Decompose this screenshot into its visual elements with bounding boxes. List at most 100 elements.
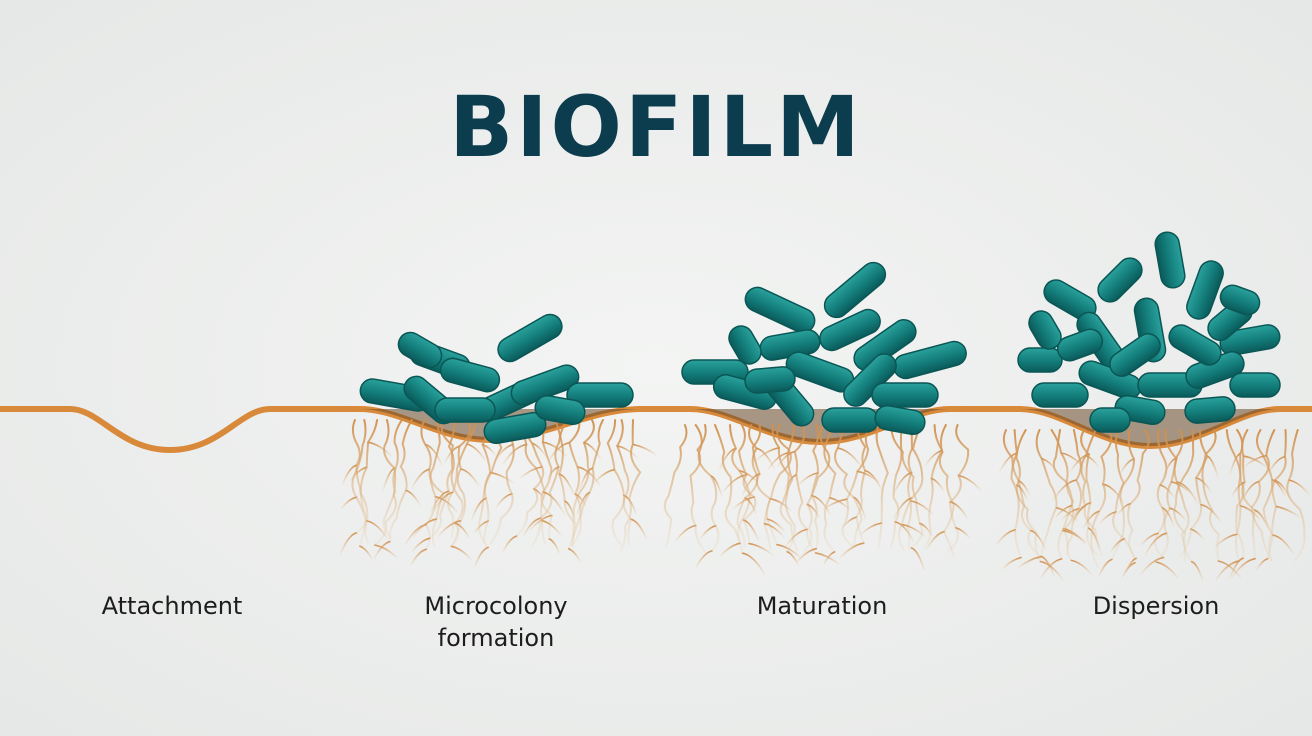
- bacterium: [434, 397, 496, 423]
- bacterium: [744, 286, 816, 334]
- filament-branch: [1215, 560, 1240, 581]
- filament-branch: [748, 542, 774, 556]
- filament: [689, 424, 707, 554]
- bacterium: [871, 382, 939, 408]
- filament-branch: [1255, 557, 1269, 571]
- filament-branch: [443, 445, 461, 464]
- filament-branch: [699, 525, 717, 539]
- filament-branch: [373, 540, 391, 559]
- filament-branch: [1231, 557, 1256, 578]
- filament-branch: [859, 522, 883, 536]
- filament-branch: [755, 447, 776, 470]
- filament: [1250, 429, 1276, 562]
- filament-branch: [1229, 557, 1244, 579]
- filament: [765, 424, 792, 546]
- filament: [351, 419, 368, 534]
- filament: [567, 419, 582, 550]
- filament: [478, 419, 503, 549]
- filament-branch: [785, 528, 808, 547]
- filament: [736, 424, 759, 548]
- filament: [1262, 429, 1287, 560]
- filament: [382, 419, 403, 540]
- bacterium: [1031, 382, 1089, 408]
- filament-branch: [856, 470, 880, 484]
- filament-branch: [430, 490, 450, 513]
- filament-branch: [695, 550, 713, 569]
- filament: [751, 424, 772, 551]
- filament: [1234, 429, 1244, 562]
- filament-branch: [769, 497, 792, 512]
- filament: [1164, 429, 1190, 563]
- filament-branch: [892, 472, 913, 496]
- filament-branch: [719, 542, 741, 557]
- filament-branch: [359, 545, 373, 560]
- filament: [1112, 429, 1136, 564]
- filament-branch: [1217, 560, 1242, 579]
- filament-branch: [460, 468, 480, 487]
- filament-branch: [367, 441, 393, 457]
- filament-branch: [909, 500, 934, 515]
- filament: [834, 424, 863, 548]
- bacterium: [1219, 324, 1281, 356]
- filament-branch: [1017, 555, 1043, 569]
- bacterium: [439, 357, 501, 393]
- filament-branch: [434, 496, 458, 513]
- filament-branch: [1140, 556, 1165, 575]
- filament-branch: [502, 443, 528, 465]
- filament-branch: [1085, 454, 1099, 467]
- filament-branch: [1069, 453, 1090, 473]
- filament: [359, 419, 379, 544]
- filament: [889, 424, 903, 549]
- filament-branch: [1200, 503, 1222, 523]
- filament: [923, 424, 944, 550]
- filament: [1090, 429, 1113, 569]
- filament-branch: [405, 489, 421, 506]
- filament-branch: [1144, 532, 1168, 556]
- filament-branch: [632, 443, 657, 456]
- filament-branch: [437, 520, 462, 537]
- bacterium: [1229, 372, 1281, 398]
- filament: [855, 424, 867, 545]
- filament-branch: [541, 520, 562, 536]
- filament-branch: [412, 518, 438, 538]
- filament: [737, 424, 757, 545]
- filament-branch: [366, 520, 389, 540]
- filament-branch: [1239, 505, 1261, 521]
- filament-branch: [542, 491, 565, 515]
- filament: [1052, 429, 1075, 560]
- filament-branch: [411, 537, 431, 553]
- filament: [1154, 429, 1168, 559]
- filament-branch: [1109, 538, 1126, 553]
- filament-branch: [1243, 454, 1268, 468]
- filament-branch: [811, 494, 832, 516]
- filament: [619, 419, 642, 552]
- filament-branch: [1002, 556, 1022, 570]
- bacterium: [566, 382, 634, 408]
- filament: [803, 424, 831, 553]
- filament-branch: [910, 547, 925, 571]
- filament-branch: [949, 501, 969, 520]
- bacteria-colony: [1017, 231, 1281, 433]
- filament-branch: [741, 552, 766, 575]
- filament-branch: [1176, 481, 1199, 505]
- bacterium: [1219, 284, 1261, 316]
- filament: [663, 424, 688, 548]
- filament-branch: [784, 474, 798, 492]
- filament: [779, 424, 799, 552]
- filament-branch: [1206, 455, 1219, 479]
- filament-branch: [777, 450, 796, 467]
- filament-branch: [1140, 532, 1159, 546]
- filament: [1066, 429, 1083, 562]
- filament-branch: [957, 474, 982, 492]
- stage-label-attachment: Attachment: [101, 592, 243, 620]
- filament: [714, 424, 744, 555]
- filament-branch: [722, 474, 748, 493]
- filament: [1010, 429, 1022, 559]
- filament-branch: [1060, 452, 1086, 470]
- filament: [531, 419, 568, 547]
- bacterium: [819, 308, 881, 352]
- filament-group: [663, 424, 982, 575]
- filament: [1256, 429, 1278, 562]
- filament: [694, 424, 720, 552]
